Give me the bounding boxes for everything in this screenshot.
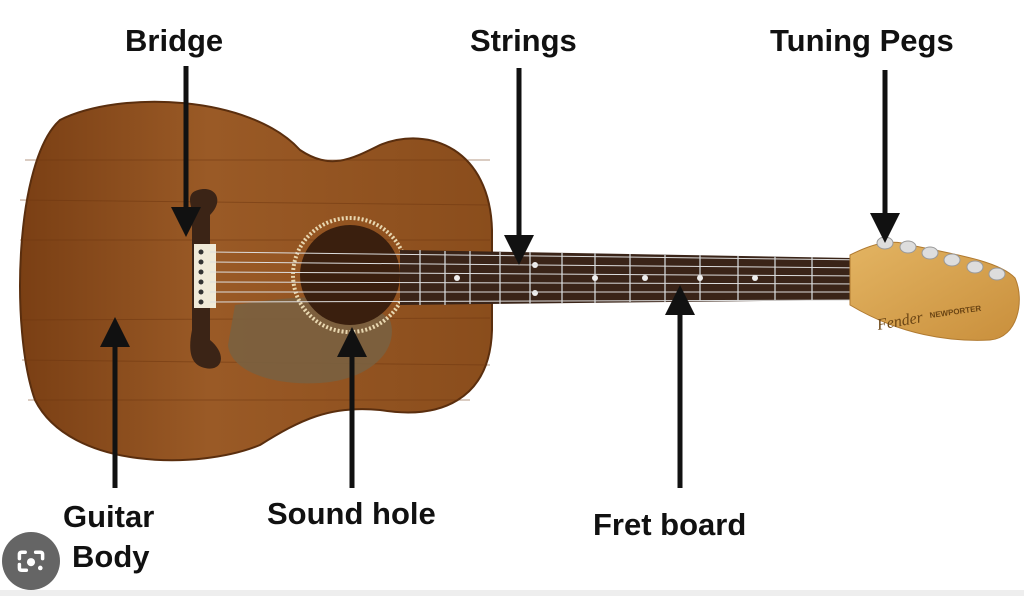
label-guitar-body: Guitar — [63, 499, 154, 534]
google-lens-button[interactable] — [2, 532, 60, 590]
arrows — [100, 66, 900, 488]
guitar-body — [19, 100, 493, 462]
bottom-bar — [0, 590, 1024, 596]
label-fret-board: Fret board — [593, 507, 746, 542]
label-bridge: Bridge — [125, 23, 223, 58]
tuning-pegs — [876, 236, 1006, 281]
label-strings: Strings — [470, 23, 577, 58]
google-lens-icon — [17, 550, 45, 573]
label-tuning-pegs: Tuning Pegs — [770, 23, 954, 58]
fret-board — [400, 250, 852, 305]
label-guitar-body-line2: Body — [72, 539, 150, 574]
label-sound-hole: Sound hole — [267, 496, 436, 531]
strings — [209, 251, 871, 303]
